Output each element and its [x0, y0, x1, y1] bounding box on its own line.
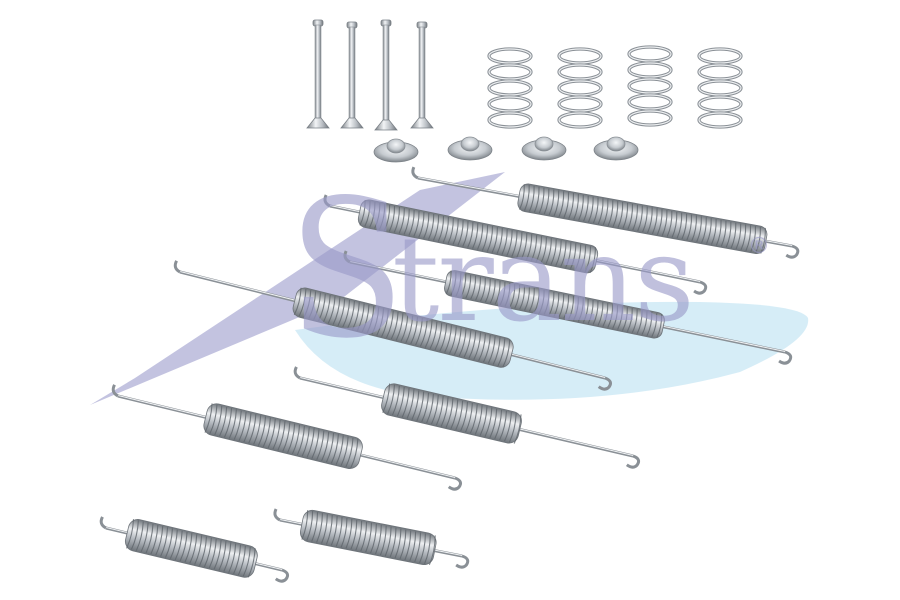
- compression-springs: [487, 45, 743, 129]
- hold-down-pin-icon: [410, 21, 434, 129]
- spring-cup-icon: [447, 136, 493, 161]
- return-spring-icon: [99, 516, 290, 583]
- spring-cups: [373, 136, 639, 163]
- return-spring-icon: [323, 194, 708, 295]
- return-spring-icon: [293, 366, 641, 469]
- hold-down-pin-icon: [374, 19, 398, 131]
- return-spring-icon: [343, 250, 793, 365]
- hold-down-pin-icon: [306, 19, 330, 129]
- return-spring-icon: [273, 508, 470, 569]
- compression-spring-icon: [557, 47, 603, 129]
- compression-spring-icon: [487, 47, 533, 129]
- hold-down-pins: [306, 19, 434, 131]
- return-spring-icon: [411, 166, 800, 259]
- spring-cup-icon: [593, 136, 639, 161]
- spring-cup-icon: [521, 136, 567, 161]
- compression-spring-icon: [627, 45, 673, 127]
- spring-cup-icon: [373, 138, 419, 163]
- compression-spring-icon: [697, 47, 743, 129]
- hold-down-pin-icon: [340, 21, 364, 129]
- return-spring-icon: [173, 260, 612, 391]
- return-spring-icon: [111, 384, 463, 491]
- return-springs: [99, 166, 800, 583]
